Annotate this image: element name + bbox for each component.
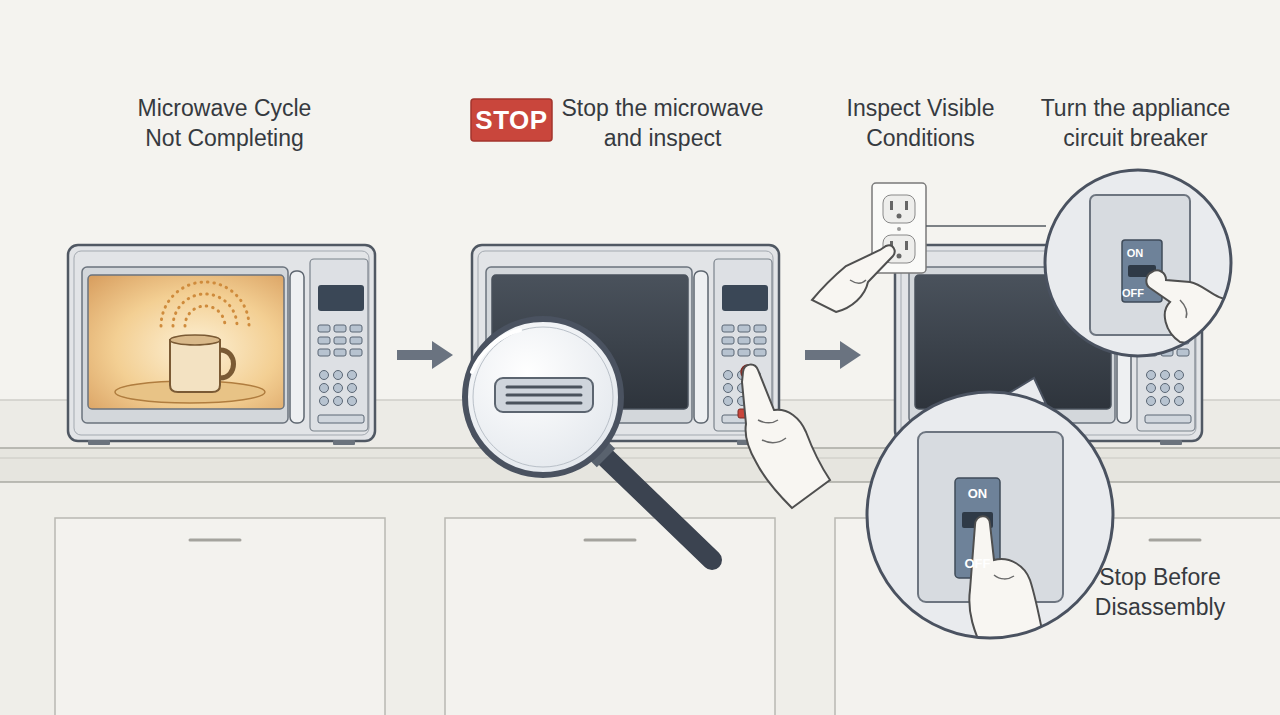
pressing-hand xyxy=(758,420,778,423)
kitchen-counter xyxy=(585,539,635,542)
wall-outlet xyxy=(897,227,901,231)
wall-outlet xyxy=(890,201,893,210)
magnifier xyxy=(507,386,581,389)
zoom-circle-outline xyxy=(1043,168,1233,358)
pressing-hand xyxy=(742,365,830,508)
magnifier xyxy=(465,319,712,560)
mug xyxy=(170,340,220,392)
breaker-zoom-top xyxy=(1045,170,1231,356)
wall-outlet xyxy=(897,214,902,219)
wall-outlet xyxy=(883,195,915,223)
switch-label: ON xyxy=(955,485,1000,501)
breaker-zoom-top xyxy=(1090,195,1232,350)
kitchen-counter xyxy=(445,518,775,715)
switch-label: OFF xyxy=(955,555,1000,571)
magnifier xyxy=(495,378,593,412)
breaker-zoom-bottom xyxy=(867,378,1113,655)
lit-window xyxy=(88,275,284,409)
breaker-zoom-top xyxy=(1045,170,1232,356)
breaker-zoom-bottom xyxy=(918,432,1063,655)
step-arrow xyxy=(432,341,453,369)
zoom-circle-shape xyxy=(867,392,1113,638)
magnifier xyxy=(472,330,520,372)
microwave-running xyxy=(68,245,375,445)
pressing-hand xyxy=(762,438,786,443)
breaker-zoom-bottom xyxy=(994,575,1014,579)
pressing-hand xyxy=(742,365,830,508)
breaker-zoom-bottom xyxy=(969,516,1046,655)
magnifier xyxy=(600,452,712,560)
step-heading: Stop Before Disassembly xyxy=(1085,562,1235,622)
step-arrow xyxy=(840,341,861,369)
wall-outlet xyxy=(905,241,908,250)
step-heading: Stop the microwave and inspect xyxy=(555,93,770,153)
mug xyxy=(170,335,220,345)
kitchen-counter xyxy=(55,518,385,715)
mug xyxy=(185,306,225,326)
wall-outlet xyxy=(905,201,908,210)
step-heading: Microwave Cycle Not Completing xyxy=(122,93,327,153)
mug xyxy=(220,350,234,378)
step-heading: Inspect Visible Conditions xyxy=(828,93,1013,153)
step-heading: Turn the appliance circuit breaker xyxy=(1028,93,1243,153)
breaker-zoom-top xyxy=(1180,300,1187,318)
badge-text: STOP xyxy=(471,99,552,141)
mug xyxy=(161,282,249,326)
wall-outlet xyxy=(897,254,902,259)
reaching-hand xyxy=(850,280,866,283)
magnifier xyxy=(507,394,581,397)
switch-label: OFF xyxy=(1117,286,1149,300)
zoom-circle-outline xyxy=(865,390,1115,640)
reaching-hand xyxy=(812,245,895,312)
zoom-circle: ON OFF xyxy=(1043,168,1233,358)
stop-badge-shape xyxy=(471,99,552,141)
leader-line xyxy=(926,225,1046,227)
reaching-hand xyxy=(812,245,895,312)
stop-badge: STOP xyxy=(471,99,552,141)
step-arrow xyxy=(805,350,843,360)
step-arrow xyxy=(397,350,435,360)
kitchen-counter xyxy=(190,539,240,542)
magnifier xyxy=(465,319,621,475)
magnifier xyxy=(473,327,613,467)
mug xyxy=(115,282,265,403)
switch-label: ON xyxy=(1122,246,1148,260)
zoom-circle: ON OFF xyxy=(865,390,1115,640)
kitchen-counter xyxy=(1150,539,1200,542)
mug xyxy=(173,294,237,326)
zoom-circle-shape xyxy=(1045,170,1231,356)
step-arrow xyxy=(397,341,861,369)
magnifier xyxy=(507,402,581,405)
